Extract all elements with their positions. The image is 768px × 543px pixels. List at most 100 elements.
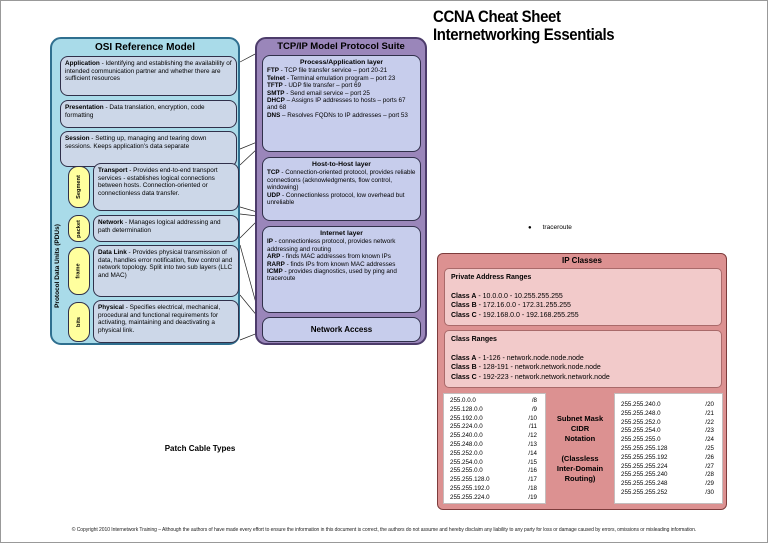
cidr-prefix: /24 (705, 436, 714, 444)
subnet-row: 255.255.255.248/29 (615, 480, 722, 489)
osi-layer-name: Application (65, 60, 100, 67)
tcpip-layer-entries: TCP - Connection-oriented protocol, prov… (267, 169, 416, 206)
subnet-row: 255.255.255.192/26 (615, 454, 722, 463)
subnet-row: 255.255.0.0/16 (444, 467, 545, 476)
subnet-row: 255.252.0.0/14 (444, 450, 545, 459)
subnet-row: 255.255.128.0/17 (444, 476, 545, 485)
protocol-desc: - provides diagnostics, used by ping and… (267, 268, 397, 283)
cidr-prefix: /22 (705, 418, 714, 426)
cidr-prefix: /25 (705, 444, 714, 452)
subnet-mask: 255.255.255.252 (621, 488, 668, 496)
class-label: Class A (451, 354, 477, 362)
osi-layer-desc: - Specifies electrical, mechanical, proc… (98, 304, 221, 334)
protocol-entry: TFTP - UDP file transfer – port 69 (267, 82, 416, 89)
pdu-pill-label: packet (75, 219, 82, 238)
subnet-row: 255.255.255.240/28 (615, 471, 722, 480)
class-label: Class A (451, 292, 477, 300)
osi-layer-name: Session (65, 135, 90, 142)
protocol-term: Telnet (267, 74, 286, 82)
protocol-term: SMTP (267, 89, 285, 97)
cidr-prefix: /30 (705, 488, 714, 496)
class-value: - 192-223 - network.network.network.node (476, 373, 610, 381)
class-label: Class B (451, 364, 477, 371)
tcpip-layer-entries: IP - connectionless protocol, provides n… (267, 238, 416, 282)
osi-layer-desc: - Setting up, managing and tearing down … (65, 135, 207, 150)
osi-layer-name: Data Link (98, 249, 127, 256)
pdu-pill-label: Segment (76, 175, 82, 199)
subnet-row: 255.240.0.0/12 (444, 432, 545, 441)
subnet-mask: 255.240.0.0 (450, 432, 483, 440)
cidr-prefix: /11 (528, 423, 537, 431)
tcpip-layer-network-access: Network Access (262, 317, 421, 342)
cidr-prefix: /18 (528, 484, 537, 492)
protocol-entry: DNS – Resolves FQDNs to IP addresses – p… (267, 112, 416, 119)
subnet-row: 255.248.0.0/13 (444, 441, 545, 450)
subnet-mask: 255.255.128.0 (450, 476, 490, 484)
protocol-desc: - Connectionless protocol, low overhead … (267, 191, 405, 207)
ip-classes-title: IP Classes (562, 256, 602, 265)
class-range-row: Class A - 10.0.0.0 - 10.255.255.255 (451, 292, 715, 302)
class-range-row: Class C - 192-223 - network.network.netw… (451, 373, 715, 383)
subnet-mask: 255.252.0.0 (450, 449, 483, 457)
subnet-mask: 255.255.254.0 (621, 427, 661, 435)
protocol-term: ARP (267, 253, 281, 261)
osi-layer-name: Presentation (65, 104, 104, 111)
subnet-mask: 255.255.240.0 (621, 401, 661, 408)
subnet-mask: 255.192.0.0 (450, 414, 483, 422)
subnet-mask: 255.255.224.0 (450, 493, 490, 501)
subnet-row: 255.0.0.0/8 (444, 397, 545, 406)
cidr-prefix: /20 (705, 401, 714, 408)
subnet-row: 255.255.255.0/24 (615, 436, 722, 445)
class-label: Class B (451, 302, 477, 309)
class-ranges-rows: Class A - 1-126 - network.node.node.node… (451, 354, 715, 383)
private-ranges-heading: Private Address Ranges (451, 274, 532, 281)
osi-layer-session: Session - Setting up, managing and teari… (60, 131, 237, 167)
osi-layer-desc: - Identifying and establishing the avail… (65, 60, 232, 83)
osi-model-panel: OSI Reference Model Protocol Data Units … (50, 37, 240, 345)
subnet-mask: 255.255.252.0 (621, 418, 661, 426)
document-title: CCNA Cheat Sheet Internetworking Essenti… (433, 8, 615, 44)
private-address-ranges-box: Private Address Ranges Class A - 10.0.0.… (444, 268, 722, 326)
protocol-entry: ARP - finds MAC addresses from known IPs (267, 253, 416, 260)
subnet-mask: 255.128.0.0 (450, 405, 483, 413)
protocol-entry: TCP - Connection-oriented protocol, prov… (267, 169, 416, 191)
class-ranges-box: Class Ranges Class A - 1-126 - network.n… (444, 330, 722, 388)
protocol-desc: – Resolves FQDNs to IP addresses – port … (280, 111, 408, 119)
ip-classes-panel: IP Classes Private Address Ranges Class … (437, 253, 727, 510)
protocol-term: DNS (267, 111, 281, 119)
protocol-desc: - connectionless protocol, provides netw… (267, 238, 396, 253)
cidr-prefix: /8 (531, 397, 537, 404)
cidr-prefix: /29 (705, 480, 714, 488)
tcpip-layer-title: Internet layer (320, 230, 363, 237)
protocol-desc: - Send email service – port 25 (284, 89, 370, 97)
subnet-mask: 255.255.255.0 (621, 436, 661, 444)
tcpip-layer-entries: FTP - TCP file transfer service – port 2… (267, 67, 416, 119)
tcpip-layer-process-application: Process/Application layer FTP - TCP file… (262, 55, 421, 152)
cidr-prefix: /15 (528, 458, 537, 466)
subnet-mask: 255.255.255.224 (621, 462, 668, 470)
pdu-axis-label: Protocol Data Units (PDUs) (54, 224, 61, 308)
pdu-pill-label: bits (75, 317, 82, 327)
osi-layer-network: Network - Manages logical addressing and… (93, 215, 239, 242)
class-ranges-heading: Class Ranges (451, 336, 497, 343)
protocol-entry: RARP - finds IPs from known MAC addresse… (267, 261, 416, 268)
protocol-desc: – Assigns IP addresses to hosts – ports … (267, 97, 406, 112)
subnet-mask: 255.255.248.0 (621, 409, 661, 417)
protocol-term: ICMP (267, 268, 283, 276)
subnet-mask: 255.255.255.192 (621, 453, 668, 461)
subnet-row: 255.255.192.0/18 (444, 485, 545, 494)
pdu-pill-bits: bits (68, 302, 90, 342)
cidr-prefix: /17 (528, 476, 537, 484)
protocol-entry: IP - connectionless protocol, provides n… (267, 238, 416, 253)
subnet-mask: 255.255.255.240 (621, 471, 668, 479)
subnet-mask: 255.255.255.248 (621, 480, 668, 488)
cidr-prefix: /12 (528, 432, 537, 440)
protocol-term: TFTP (267, 82, 283, 90)
tcpip-panel-title: TCP/IP Model Protocol Suite (277, 41, 405, 52)
subnet-row: 255.255.224.0/19 (444, 494, 545, 503)
pdu-pill-segment: Segment (68, 166, 90, 208)
osi-layer-desc: - Manages logical addressing and path de… (98, 219, 221, 234)
subnet-mask: 255.224.0.0 (450, 423, 483, 431)
